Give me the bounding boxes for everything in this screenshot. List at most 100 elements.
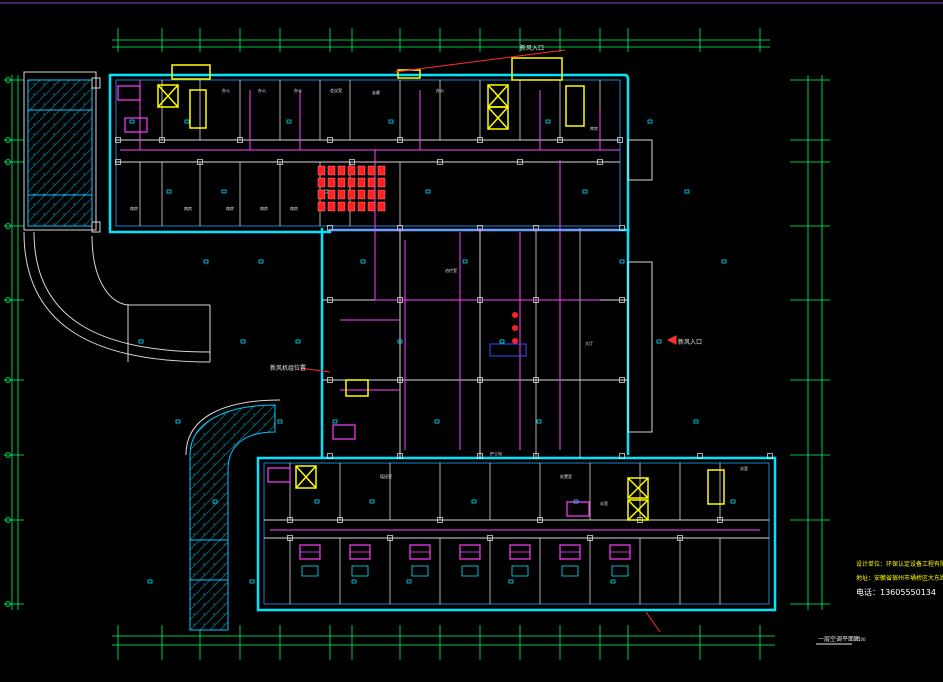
diffuser bbox=[471, 499, 477, 504]
column bbox=[437, 159, 443, 165]
column bbox=[349, 159, 355, 165]
diffuser bbox=[212, 499, 218, 504]
fan-coil-unit bbox=[367, 189, 376, 200]
column bbox=[115, 137, 121, 143]
diffuser bbox=[332, 419, 338, 424]
diffuser bbox=[619, 259, 625, 264]
fan-coil-unit bbox=[317, 165, 326, 176]
duct-runs bbox=[120, 80, 760, 584]
diffuser bbox=[684, 189, 690, 194]
equipment-unit-misc bbox=[124, 117, 148, 133]
column bbox=[337, 517, 343, 523]
column bbox=[617, 137, 623, 143]
axis-bubble-left bbox=[5, 601, 11, 607]
axis-grid-lines bbox=[4, 28, 830, 660]
column bbox=[287, 535, 293, 541]
diffuser bbox=[295, 339, 301, 344]
diffuser bbox=[138, 339, 144, 344]
diffuser bbox=[397, 339, 403, 344]
column bbox=[677, 535, 683, 541]
fan-coil-unit bbox=[347, 189, 356, 200]
column bbox=[159, 137, 165, 143]
equipment-base bbox=[611, 565, 629, 577]
axis-bubble-left bbox=[5, 137, 11, 143]
diffuser bbox=[175, 419, 181, 424]
fan-coil-unit bbox=[317, 189, 326, 200]
fan-coil-unit bbox=[357, 189, 366, 200]
fan-coil-unit bbox=[367, 201, 376, 212]
column bbox=[397, 377, 403, 383]
equipment-unit-misc bbox=[332, 424, 356, 440]
room-label: 护士站 bbox=[490, 450, 502, 456]
fan-coil-unit bbox=[317, 201, 326, 212]
diffuser bbox=[277, 419, 283, 424]
fan-coil-cluster bbox=[317, 165, 527, 357]
column bbox=[537, 517, 543, 523]
room-label: 大厅 bbox=[585, 340, 593, 346]
plan-title-block: 一层空调平面图 1:100 bbox=[816, 635, 866, 645]
diffuser bbox=[721, 259, 727, 264]
diffuser bbox=[610, 579, 616, 584]
callout-right: 新风入口 bbox=[678, 338, 702, 346]
room-label: 库房 bbox=[590, 125, 598, 131]
column bbox=[597, 159, 603, 165]
left-hatched-terrace bbox=[23, 71, 101, 233]
diffuser bbox=[647, 119, 653, 124]
diffuser bbox=[425, 189, 431, 194]
south-wing-equipment bbox=[117, 85, 631, 577]
diffuser bbox=[656, 339, 662, 344]
column bbox=[697, 453, 703, 459]
diffuser bbox=[462, 259, 468, 264]
fan-marker bbox=[512, 312, 518, 318]
column bbox=[287, 517, 293, 523]
diffuser bbox=[249, 579, 255, 584]
diffuser bbox=[693, 419, 699, 424]
fan-coil-unit bbox=[327, 177, 336, 188]
diffuser bbox=[240, 339, 246, 344]
fan-coil-unit bbox=[357, 201, 366, 212]
room-label: 病房 bbox=[130, 205, 138, 211]
fan-coil-unit bbox=[357, 165, 366, 176]
column bbox=[477, 377, 483, 383]
diffuser bbox=[184, 119, 190, 124]
column bbox=[327, 297, 333, 303]
room-partitions bbox=[139, 80, 721, 604]
fan-coil-unit bbox=[377, 201, 386, 212]
callout-left: 新风机组位置 bbox=[270, 364, 306, 372]
diffuser bbox=[351, 579, 357, 584]
column bbox=[327, 377, 333, 383]
column bbox=[767, 453, 773, 459]
diffuser bbox=[369, 499, 375, 504]
equipment-unit-misc bbox=[267, 467, 291, 483]
diffuser bbox=[147, 579, 153, 584]
column bbox=[437, 517, 443, 523]
room-labels: 办公办公办公会议室走廊办公病房病房病房病房病房大厅治疗室护士站处置室诊室诊室值班… bbox=[130, 87, 748, 506]
fan-coil-unit bbox=[337, 165, 346, 176]
diffuser bbox=[508, 579, 514, 584]
leader-lines bbox=[299, 49, 677, 633]
axis-bubble-left bbox=[5, 377, 11, 383]
room-label: 办公 bbox=[222, 87, 230, 93]
column bbox=[397, 453, 403, 459]
fan-marker bbox=[512, 325, 518, 331]
room-label: 办公 bbox=[258, 87, 266, 93]
fan-coil-unit bbox=[347, 201, 356, 212]
room-label: 病房 bbox=[226, 205, 234, 211]
diffuser bbox=[166, 189, 172, 194]
column bbox=[477, 453, 483, 459]
fan-coil-unit bbox=[347, 165, 356, 176]
axis-bubble-left bbox=[5, 77, 11, 83]
column bbox=[397, 137, 403, 143]
diffuser bbox=[406, 579, 412, 584]
column bbox=[477, 137, 483, 143]
room-label: 处置室 bbox=[560, 473, 572, 479]
callout-top: 新风入口 bbox=[520, 44, 544, 52]
room-label: 诊室 bbox=[740, 465, 748, 471]
diffuser bbox=[360, 259, 366, 264]
room-label: 走廊 bbox=[372, 89, 380, 95]
plan-scale: 1:100 bbox=[854, 637, 866, 642]
axis-bubble-left bbox=[5, 517, 11, 523]
fan-coil-unit bbox=[327, 189, 336, 200]
column bbox=[115, 159, 121, 165]
